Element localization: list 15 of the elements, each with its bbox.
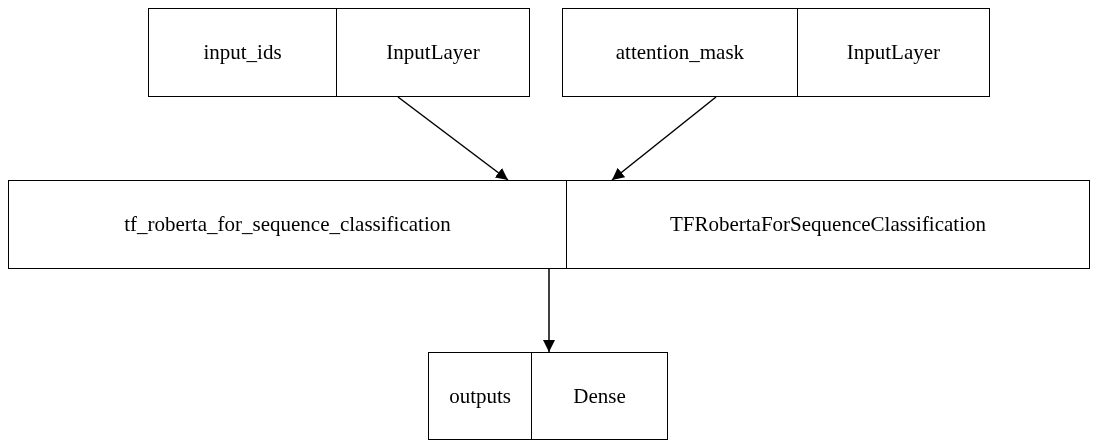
layer-name: attention_mask <box>614 39 746 66</box>
layer-name: outputs <box>448 382 512 410</box>
layer-box <box>148 8 530 97</box>
layer-box <box>8 180 1090 269</box>
layer-box <box>562 8 990 97</box>
layer-type: TFRobertaForSequenceClassification <box>565 181 1089 268</box>
layer-type: InputLayer <box>336 9 529 96</box>
layer-name: tf_roberta_for_sequence_classification <box>123 211 452 238</box>
arrow <box>543 268 555 353</box>
layer-type: InputLayer <box>796 9 989 96</box>
layer-box <box>428 352 668 440</box>
arrow <box>611 96 717 181</box>
layer-type: Dense <box>531 353 667 439</box>
arrow <box>397 96 509 181</box>
layer-name: input_ids <box>202 39 283 66</box>
